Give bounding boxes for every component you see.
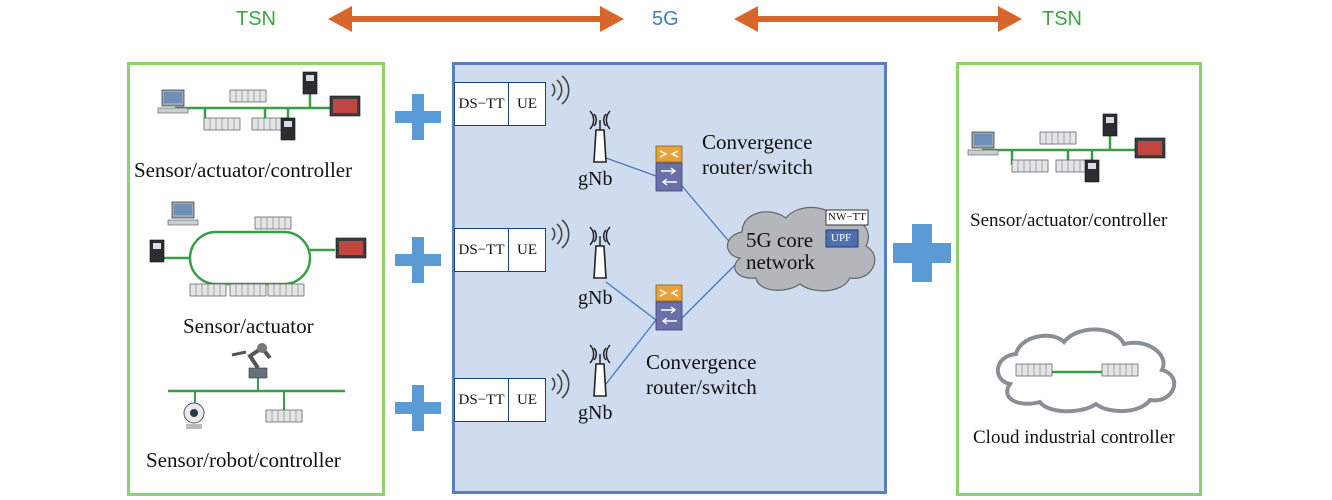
plus-icon-middle <box>395 237 441 283</box>
wireless-signal-icon-3 <box>551 369 570 399</box>
gnb-label-1: gNb <box>578 168 613 190</box>
ds-tt-label: DS−TT <box>455 379 509 421</box>
ue-device-1: DS−TT UE <box>454 82 546 126</box>
arrow-right-double <box>734 6 1022 32</box>
left-network-topology-3 <box>168 343 345 429</box>
arrow-left-double <box>328 6 624 32</box>
ue-label: UE <box>517 95 537 112</box>
gnb-label-2: gNb <box>578 287 613 309</box>
switch-label-bottom: Convergence router/switch <box>646 350 757 400</box>
left-network-topology-2 <box>149 201 367 297</box>
switch-label-line1: Convergence <box>646 350 757 374</box>
gnb-antenna-icon-3 <box>589 344 611 397</box>
left-network-topology-1 <box>157 71 361 141</box>
switch-label-top: Convergence router/switch <box>702 130 813 180</box>
switch-label-line2: router/switch <box>646 375 757 399</box>
gnb-label-3: gNb <box>578 402 613 424</box>
tsn-left-label: TSN <box>236 8 276 30</box>
switch-label-line1: Convergence <box>702 130 813 154</box>
ds-tt-label: DS−TT <box>455 229 509 271</box>
plus-icon-top <box>395 94 441 140</box>
wireless-signal-icon-1 <box>551 75 570 105</box>
caption-right-sensor-actuator-controller: Sensor/actuator/controller <box>970 210 1168 231</box>
five-g-core-cloud-icon <box>726 207 876 292</box>
caption-sensor-actuator: Sensor/actuator <box>183 314 314 338</box>
ue-device-2: DS−TT UE <box>454 228 546 272</box>
right-tsn-panel <box>956 62 1202 496</box>
gnb-antenna-icon-1 <box>589 110 611 163</box>
right-network-topology <box>967 113 1166 183</box>
ds-tt-label: DS−TT <box>455 83 509 125</box>
nwtt-box <box>825 209 869 226</box>
industrial-cloud-icon <box>995 327 1176 414</box>
plus-icon-large <box>893 224 951 282</box>
switch-icon-top <box>655 145 683 192</box>
tsn-right-label: TSN <box>1042 8 1082 30</box>
nwtt-label: NW−TT <box>828 211 866 223</box>
left-tsn-panel <box>127 62 385 496</box>
caption-sensor-robot-controller: Sensor/robot/controller <box>146 448 341 472</box>
core-line1: 5G core <box>746 228 814 252</box>
ue-label: UE <box>517 241 537 258</box>
caption-cloud-industrial-controller: Cloud industrial controller <box>973 427 1175 448</box>
upf-label: UPF <box>831 232 852 244</box>
ue-device-3: DS−TT UE <box>454 378 546 422</box>
gnb-antenna-icon-2 <box>589 226 611 279</box>
wireless-signal-icon-2 <box>551 219 570 249</box>
five-g-label: 5G <box>652 8 679 30</box>
switch-label-line2: router/switch <box>702 155 813 179</box>
core-line2: network <box>746 250 815 274</box>
switch-icon-bottom <box>655 284 683 331</box>
caption-sensor-actuator-controller: Sensor/actuator/controller <box>134 158 353 182</box>
plus-icon-bottom <box>395 385 441 431</box>
core-network-label: 5G core network <box>746 229 815 273</box>
upf-box <box>825 229 859 248</box>
ue-label: UE <box>517 391 537 408</box>
